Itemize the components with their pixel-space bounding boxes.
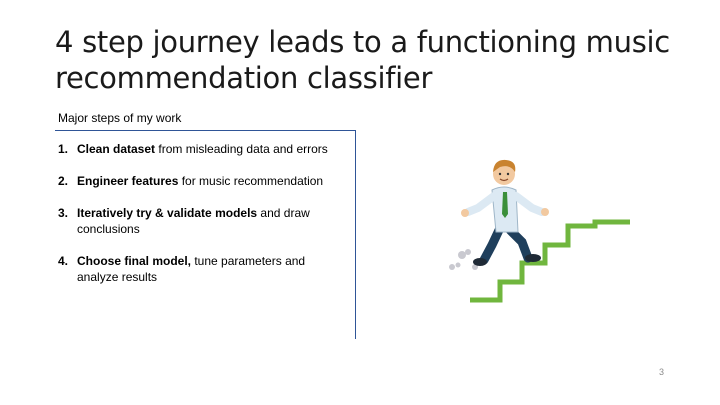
step-text: and draw conclusions xyxy=(77,206,310,236)
step-number: 4. xyxy=(58,254,69,268)
step-bold-text: Iteratively try & validate models xyxy=(77,206,258,220)
step-text: for music recommendation xyxy=(178,174,324,188)
steps-box-border xyxy=(55,130,356,339)
step-item-2: 2. Engineer features for music recommend… xyxy=(58,173,348,189)
dust-cloud-icon xyxy=(449,249,478,270)
step-item-1: 1. Clean dataset from misleading data an… xyxy=(58,141,348,157)
slide-subtitle: Major steps of my work xyxy=(58,111,182,125)
step-bold-text: Choose final model, xyxy=(77,254,192,268)
page-number: 3 xyxy=(659,367,665,377)
slide-title: 4 step journey leads to a functioning mu… xyxy=(55,25,670,95)
steps-list: 1. Clean dataset from misleading data an… xyxy=(58,141,348,301)
step-bold-text: Clean dataset xyxy=(77,142,156,156)
step-text: tune parameters and analyze results xyxy=(77,254,306,284)
man-climbing-stairs-icon xyxy=(449,159,630,303)
step-text: from misleading data and errors xyxy=(155,142,328,156)
step-number: 2. xyxy=(58,174,69,188)
step-bold-text: Engineer features xyxy=(77,174,179,188)
step-number: 1. xyxy=(58,142,69,156)
stairs-icon xyxy=(470,219,630,303)
step-item-3: 3. Iteratively try & validate models and… xyxy=(58,205,348,237)
step-item-4: 4. Choose final model, tune parameters a… xyxy=(58,253,348,285)
step-number: 3. xyxy=(58,206,69,220)
